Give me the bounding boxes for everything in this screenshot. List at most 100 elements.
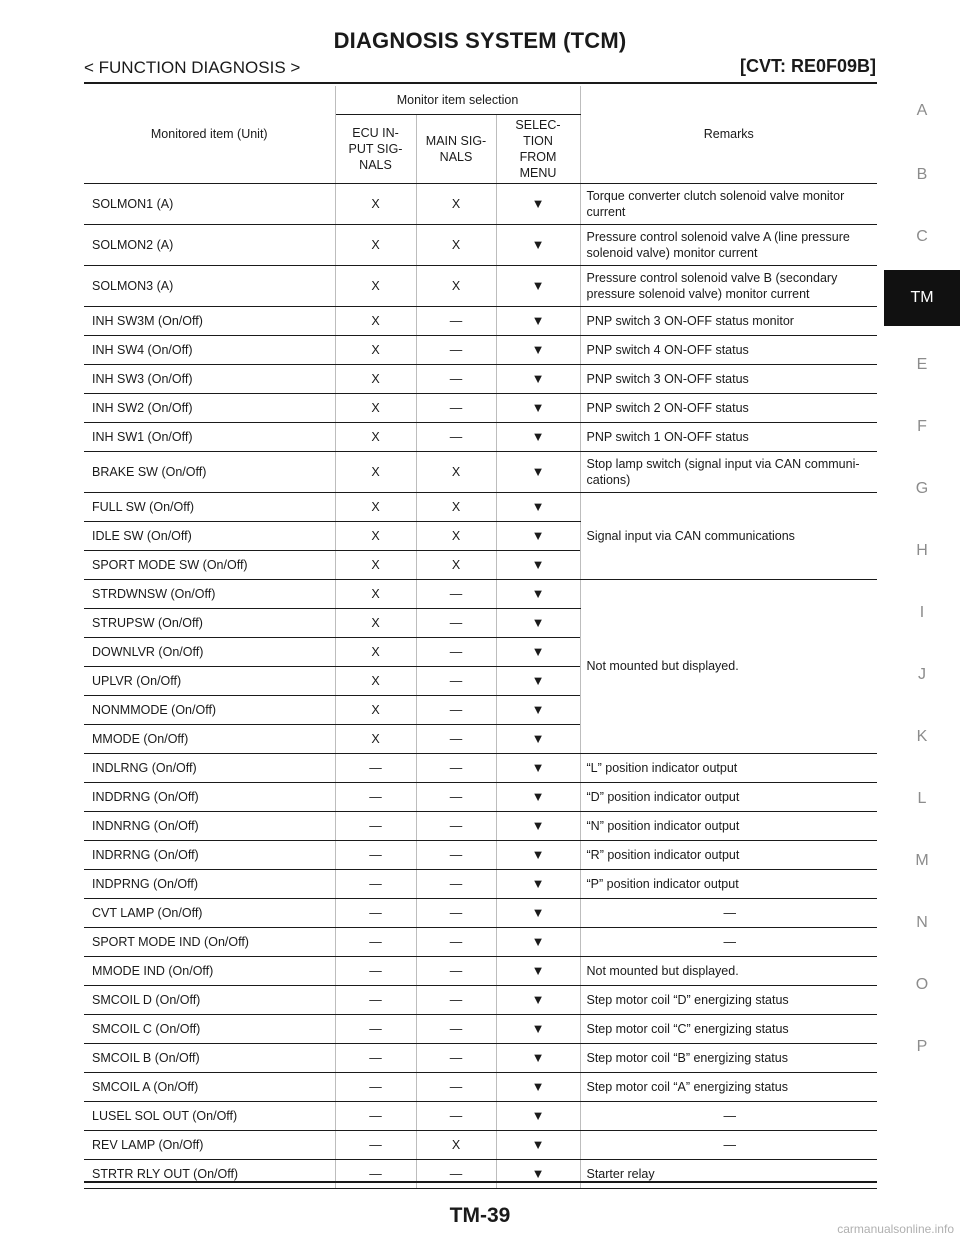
side-index-c[interactable]: C (916, 228, 928, 245)
table-row: SOLMON2 (A) X X ▼ Pressure control solen… (84, 224, 877, 266)
table-row: UPLVR (On/Off) X — ▼ (84, 666, 877, 696)
main-signals-cell: — (415, 782, 497, 812)
ecu-input-cell: — (334, 927, 417, 957)
side-index-p[interactable]: P (916, 1038, 928, 1055)
main-signals-cell: — (415, 637, 497, 667)
item-cell: SMCOIL D (On/Off) (84, 985, 336, 1015)
main-signals-cell: — (415, 927, 497, 957)
item-cell: INH SW3 (On/Off) (84, 364, 336, 394)
item-cell: CVT LAMP (On/Off) (84, 898, 336, 928)
table-row: REV LAMP (On/Off) — X ▼ — (84, 1130, 877, 1160)
table-row: SMCOIL A (On/Off) — — ▼ Step motor coil … (84, 1072, 877, 1102)
side-index-tm[interactable]: TM (884, 270, 960, 326)
side-index-a[interactable]: A (916, 102, 928, 119)
item-cell: MMODE (On/Off) (84, 724, 336, 754)
main-signals-cell: — (415, 811, 497, 841)
page-title: DIAGNOSIS SYSTEM (TCM) (333, 28, 627, 53)
selection-marker-icon: ▼ (531, 644, 545, 659)
selection-marker-icon: ▼ (531, 876, 545, 891)
ecu-input-cell: X (334, 608, 417, 638)
table-row: IDLE SW (On/Off) X X ▼ (84, 521, 877, 551)
table-row: STRDWNSW (On/Off) X — ▼ Not mounted but … (84, 579, 877, 754)
remarks-cell: — (579, 1101, 877, 1131)
table-row: INDLRNG (On/Off) — — ▼ “L” position indi… (84, 753, 877, 783)
main-signals-cell: — (415, 869, 497, 899)
ecu-input-cell: X (334, 637, 417, 667)
table-row: INDRRNG (On/Off) — — ▼ “R” position indi… (84, 840, 877, 870)
remarks-cell: “N” position indicator output (579, 811, 877, 841)
ecu-input-cell: — (334, 811, 417, 841)
item-cell: INDRRNG (On/Off) (84, 840, 336, 870)
selection-marker-icon: ▼ (531, 1050, 545, 1065)
side-index-o[interactable]: O (915, 976, 929, 993)
main-signals-cell: X (415, 224, 497, 266)
selection-marker-icon: ▼ (531, 342, 545, 357)
ecu-input-cell: X (334, 550, 417, 580)
selection-marker-icon: ▼ (531, 278, 545, 293)
ecu-input-cell: — (334, 1014, 417, 1044)
side-index-n[interactable]: N (916, 914, 928, 931)
selection-marker-icon: ▼ (531, 702, 545, 717)
watermark-text[interactable]: carmanualsonline.info (837, 1222, 954, 1236)
main-signals-cell: — (415, 985, 497, 1015)
side-index-b[interactable]: B (916, 166, 928, 183)
model-label: [CVT: RE0F09B] (739, 56, 876, 76)
item-cell: LUSEL SOL OUT (On/Off) (84, 1101, 336, 1131)
table-row: INDPRNG (On/Off) — — ▼ “P” position indi… (84, 869, 877, 899)
main-signals-cell: — (415, 1043, 497, 1073)
page-number: TM-39 (449, 1204, 511, 1227)
ecu-input-cell: X (334, 364, 417, 394)
remarks-cell: PNP switch 3 ON-OFF status (579, 364, 877, 394)
selection-marker-icon: ▼ (531, 586, 545, 601)
ecu-input-cell: X (334, 265, 417, 307)
ecu-input-cell: X (334, 224, 417, 266)
table-row: LUSEL SOL OUT (On/Off) — — ▼ — (84, 1101, 877, 1131)
ecu-input-cell: — (334, 1101, 417, 1131)
item-cell: SMCOIL C (On/Off) (84, 1014, 336, 1044)
side-index-h[interactable]: H (916, 542, 928, 559)
ecu-input-cell: X (334, 183, 417, 225)
header-main-signals: MAIN SIG- NALS (415, 114, 497, 184)
header-selection-from-menu: SELEC- TION FROM MENU (495, 114, 580, 184)
ecu-input-cell: X (334, 393, 417, 423)
remarks-cell: Torque converter clutch solenoid valve m… (579, 183, 877, 225)
item-cell: SMCOIL B (On/Off) (84, 1043, 336, 1073)
main-signals-cell: — (415, 1014, 497, 1044)
item-cell: INDDRNG (On/Off) (84, 782, 336, 812)
selection-marker-icon: ▼ (531, 528, 545, 543)
remarks-cell: Stop lamp switch (signal input via CAN c… (579, 451, 877, 493)
ecu-input-cell: — (334, 1072, 417, 1102)
remarks-cell: PNP switch 4 ON-OFF status (579, 335, 877, 365)
item-cell: UPLVR (On/Off) (84, 666, 336, 696)
side-index-j[interactable]: J (918, 666, 926, 683)
main-signals-cell: — (415, 393, 497, 423)
side-index-i[interactable]: I (919, 604, 925, 621)
side-index-m[interactable]: M (915, 852, 929, 869)
side-index-l[interactable]: L (917, 790, 927, 807)
table-row: STRTR RLY OUT (On/Off) — — ▼ Starter rel… (84, 1159, 877, 1189)
ecu-input-cell: X (334, 492, 417, 522)
ecu-input-cell: — (334, 1043, 417, 1073)
remarks-cell: “R” position indicator output (579, 840, 877, 870)
side-index-f[interactable]: F (917, 418, 927, 435)
item-cell: REV LAMP (On/Off) (84, 1130, 336, 1160)
side-index-g[interactable]: G (915, 480, 929, 497)
side-index-e[interactable]: E (916, 356, 928, 373)
side-index-k[interactable]: K (916, 728, 928, 745)
remarks-cell: — (579, 1130, 877, 1160)
ecu-input-cell: X (334, 724, 417, 754)
ecu-input-cell: X (334, 695, 417, 725)
table-row: SMCOIL D (On/Off) — — ▼ Step motor coil … (84, 985, 877, 1015)
main-signals-cell: — (415, 695, 497, 725)
main-signals-cell: — (415, 840, 497, 870)
main-signals-cell: X (415, 183, 497, 225)
selection-marker-icon: ▼ (531, 237, 545, 252)
ecu-input-cell: X (334, 306, 417, 336)
item-cell: MMODE IND (On/Off) (84, 956, 336, 986)
selection-marker-icon: ▼ (531, 1137, 545, 1152)
main-signals-cell: — (415, 364, 497, 394)
table-row: INDDRNG (On/Off) — — ▼ “D” position indi… (84, 782, 877, 812)
main-signals-cell: — (415, 1101, 497, 1131)
selection-marker-icon: ▼ (531, 464, 545, 479)
selection-marker-icon: ▼ (531, 818, 545, 833)
